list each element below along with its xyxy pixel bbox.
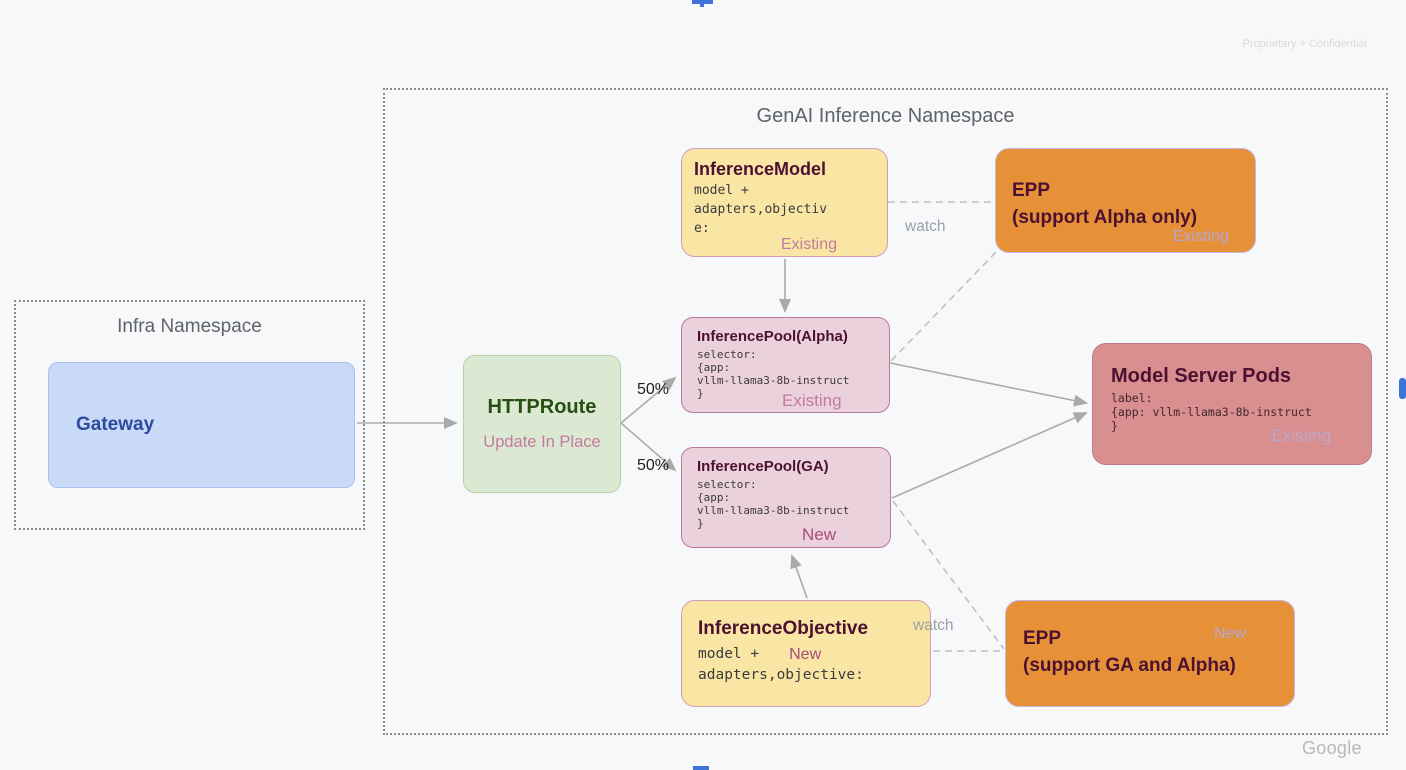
pool-alpha-code-line: {app: <box>697 361 731 374</box>
pool-alpha-title: InferencePool(Alpha) <box>697 328 848 345</box>
selection-handle-top-tick[interactable] <box>700 4 704 7</box>
epp-alpha-title: EPP <box>1012 180 1051 201</box>
epp-alpha-status-badge: Existing <box>1172 228 1229 245</box>
epp-ga-title: EPP <box>1023 628 1062 649</box>
inference-pool-ga-box[interactable]: InferencePool(GA) selector: {app: vllm-l… <box>681 447 891 548</box>
infra-namespace-title: Infra Namespace <box>117 316 262 337</box>
inference-objective-title: InferenceObjective <box>698 618 869 639</box>
dashed-epp-alpha-to-pool-alpha <box>890 251 997 362</box>
epp-ga-status-badge: New <box>1213 625 1246 642</box>
pool-alpha-code-line: } <box>697 387 704 400</box>
pool-alpha-code-line: selector: <box>697 348 757 361</box>
traffic-split-label-top: 50% <box>637 381 670 398</box>
pool-ga-code-line: vllm-llama3-8b-instruct <box>697 504 850 517</box>
epp-ga-subtitle: (support GA and Alpha) <box>1023 655 1236 676</box>
inference-model-code-line: model + <box>694 183 749 198</box>
google-logo: Google <box>1302 738 1362 758</box>
model-server-pods-code-line: } <box>1111 419 1118 433</box>
pool-alpha-code-line: vllm-llama3-8b-instruct <box>697 374 850 387</box>
inference-model-box[interactable]: InferenceModel model + adapters,objectiv… <box>681 148 888 257</box>
arrow-inferenceobjective-to-pool-ga <box>790 554 808 599</box>
epp-alpha-box[interactable]: EPP (support Alpha only) Existing <box>995 148 1256 253</box>
watch-label-bottom: watch <box>913 617 954 634</box>
pool-ga-code-line: } <box>697 517 704 530</box>
httproute-subtitle: Update In Place <box>483 433 601 451</box>
inference-objective-box[interactable]: InferenceObjective model + New adapters,… <box>681 600 931 707</box>
genai-namespace-title: GenAI Inference Namespace <box>756 105 1015 127</box>
inference-model-code-line: adapters,objectiv <box>694 202 828 217</box>
pool-ga-code-line: selector: <box>697 478 757 491</box>
inference-model-status-badge: Existing <box>781 236 838 253</box>
pool-alpha-status-badge: Existing <box>782 391 842 410</box>
inference-objective-status-badge: New <box>789 645 822 663</box>
infra-namespace-boundary[interactable] <box>14 300 365 530</box>
arrow-httproute-to-pool-ga <box>620 422 677 472</box>
selection-handle-bottom[interactable] <box>693 766 709 770</box>
inference-objective-code-line: model + <box>698 646 760 662</box>
pool-ga-title: InferencePool(GA) <box>697 458 829 475</box>
inference-pool-alpha-box[interactable]: InferencePool(Alpha) selector: {app: vll… <box>681 317 890 413</box>
dashed-pool-ga-to-epp-ga <box>892 500 1005 650</box>
pool-ga-code-line: {app: <box>697 491 731 504</box>
selection-handle-right[interactable] <box>1399 378 1406 399</box>
model-server-pods-status-badge: Existing <box>1271 426 1331 445</box>
epp-ga-box[interactable]: EPP (support GA and Alpha) New <box>1005 600 1295 707</box>
httproute-title: HTTPRoute <box>487 396 597 418</box>
inference-model-title: InferenceModel <box>694 159 827 179</box>
epp-alpha-subtitle: (support Alpha only) <box>1012 207 1198 228</box>
model-server-pods-code-line: {app: vllm-llama3-8b-instruct <box>1111 405 1312 419</box>
gateway-label: Gateway <box>76 414 155 435</box>
watch-label-top: watch <box>905 218 946 235</box>
pool-ga-status-badge: New <box>802 525 837 544</box>
arrow-pool-alpha-to-model-pods <box>889 362 1088 407</box>
model-server-pods-box[interactable]: Model Server Pods label: {app: vllm-llam… <box>1092 343 1372 465</box>
gateway-box[interactable]: Gateway <box>48 362 355 488</box>
inference-objective-code-line: adapters,objective: <box>698 667 864 683</box>
model-server-pods-title: Model Server Pods <box>1111 365 1292 387</box>
selection-handle-top[interactable] <box>692 0 713 4</box>
arrow-httproute-to-pool-alpha <box>620 376 677 424</box>
inference-model-code-line: e: <box>694 221 710 236</box>
model-server-pods-code-line: label: <box>1111 391 1153 405</box>
genai-namespace-boundary[interactable] <box>383 88 1388 735</box>
confidential-note: Proprietary + Confidential <box>1242 38 1367 50</box>
httproute-box[interactable]: HTTPRoute Update In Place <box>463 355 621 493</box>
traffic-split-label-bottom: 50% <box>637 457 670 474</box>
arrow-pool-ga-to-model-pods <box>891 412 1088 499</box>
